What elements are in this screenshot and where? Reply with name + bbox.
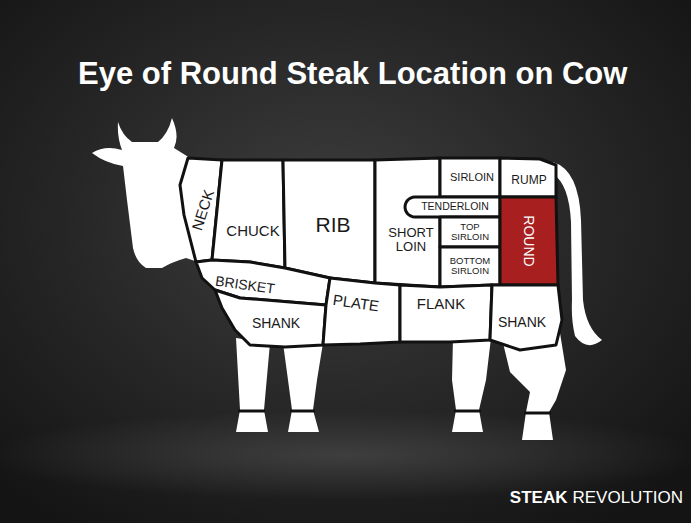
region-shape — [500, 197, 558, 285]
cut-label: ROUND — [522, 215, 537, 266]
diagram-title: Eye of Round Steak Location on Cow — [78, 56, 627, 92]
cut-label: SHORT LOIN — [386, 226, 436, 253]
cut-label: RUMP — [511, 174, 546, 187]
region-shape — [440, 217, 500, 247]
region-outline — [400, 285, 492, 342]
cut-label: FLANK — [417, 296, 465, 312]
region-shape — [212, 160, 285, 268]
beef-cut-region: CHUCK — [212, 160, 285, 268]
floor-glow — [0, 410, 691, 500]
beef-cut-region: SHANK — [215, 290, 326, 347]
region-outline — [212, 160, 285, 268]
region-shape — [283, 160, 375, 283]
hoof-line — [454, 410, 481, 413]
cut-label: TENDERLOIN — [421, 201, 489, 212]
region-shape — [405, 197, 500, 217]
title-slot: Eye of Round Steak Location on Cow — [78, 56, 627, 92]
beef-cut-region: RUMP — [500, 158, 556, 197]
region-outline — [375, 158, 440, 287]
cut-label: SIRLOIN — [450, 172, 494, 184]
region-shape — [196, 260, 330, 305]
brand-watermark: STEAK — [510, 488, 568, 508]
cow-leg — [452, 338, 491, 432]
cut-label: BOTTOM SIRLOIN — [447, 256, 493, 276]
beef-cut-region: TENDERLOIN — [405, 197, 500, 217]
cut-label: RIB — [315, 214, 350, 236]
beef-cut-region: TOP SIRLOIN — [440, 217, 500, 247]
beef-cut-region: BOTTOM SIRLOIN — [440, 247, 500, 287]
cut-label: TOP SIRLOIN — [447, 222, 493, 242]
region-shape — [490, 285, 562, 350]
region-shape — [375, 158, 440, 287]
beef-cut-region: RIB — [283, 160, 375, 283]
cow-leg — [283, 343, 323, 432]
region-shape — [440, 247, 500, 287]
hoof-line — [238, 410, 265, 413]
hoof-line — [524, 412, 551, 415]
region-shape — [500, 158, 556, 197]
region-shape — [440, 158, 500, 197]
cow-leg — [236, 338, 270, 432]
beef-cut-region: BRISKET — [196, 260, 330, 305]
beef-cut-region: FLANK — [400, 285, 492, 342]
region-shape — [215, 290, 326, 347]
region-shape — [400, 285, 492, 342]
hoof-line — [290, 410, 315, 413]
beef-cut-region: SIRLOIN — [440, 158, 500, 197]
hoof-lines — [238, 411, 551, 413]
beef-cut-region: PLATE — [323, 278, 400, 345]
region-shape — [323, 278, 400, 345]
brand-mark: STEAKREVOLUTION — [510, 488, 683, 508]
brand-watermark: REVOLUTION — [572, 488, 683, 508]
cut-label: SHANK — [498, 315, 546, 330]
beef-cut-region: SHORT LOIN — [375, 158, 440, 287]
cut-label: CHUCK — [226, 223, 279, 239]
beef-cut-region: ROUND — [500, 197, 558, 285]
cut-label: SHANK — [252, 316, 300, 331]
beef-cut-region: SHANK — [490, 285, 562, 350]
